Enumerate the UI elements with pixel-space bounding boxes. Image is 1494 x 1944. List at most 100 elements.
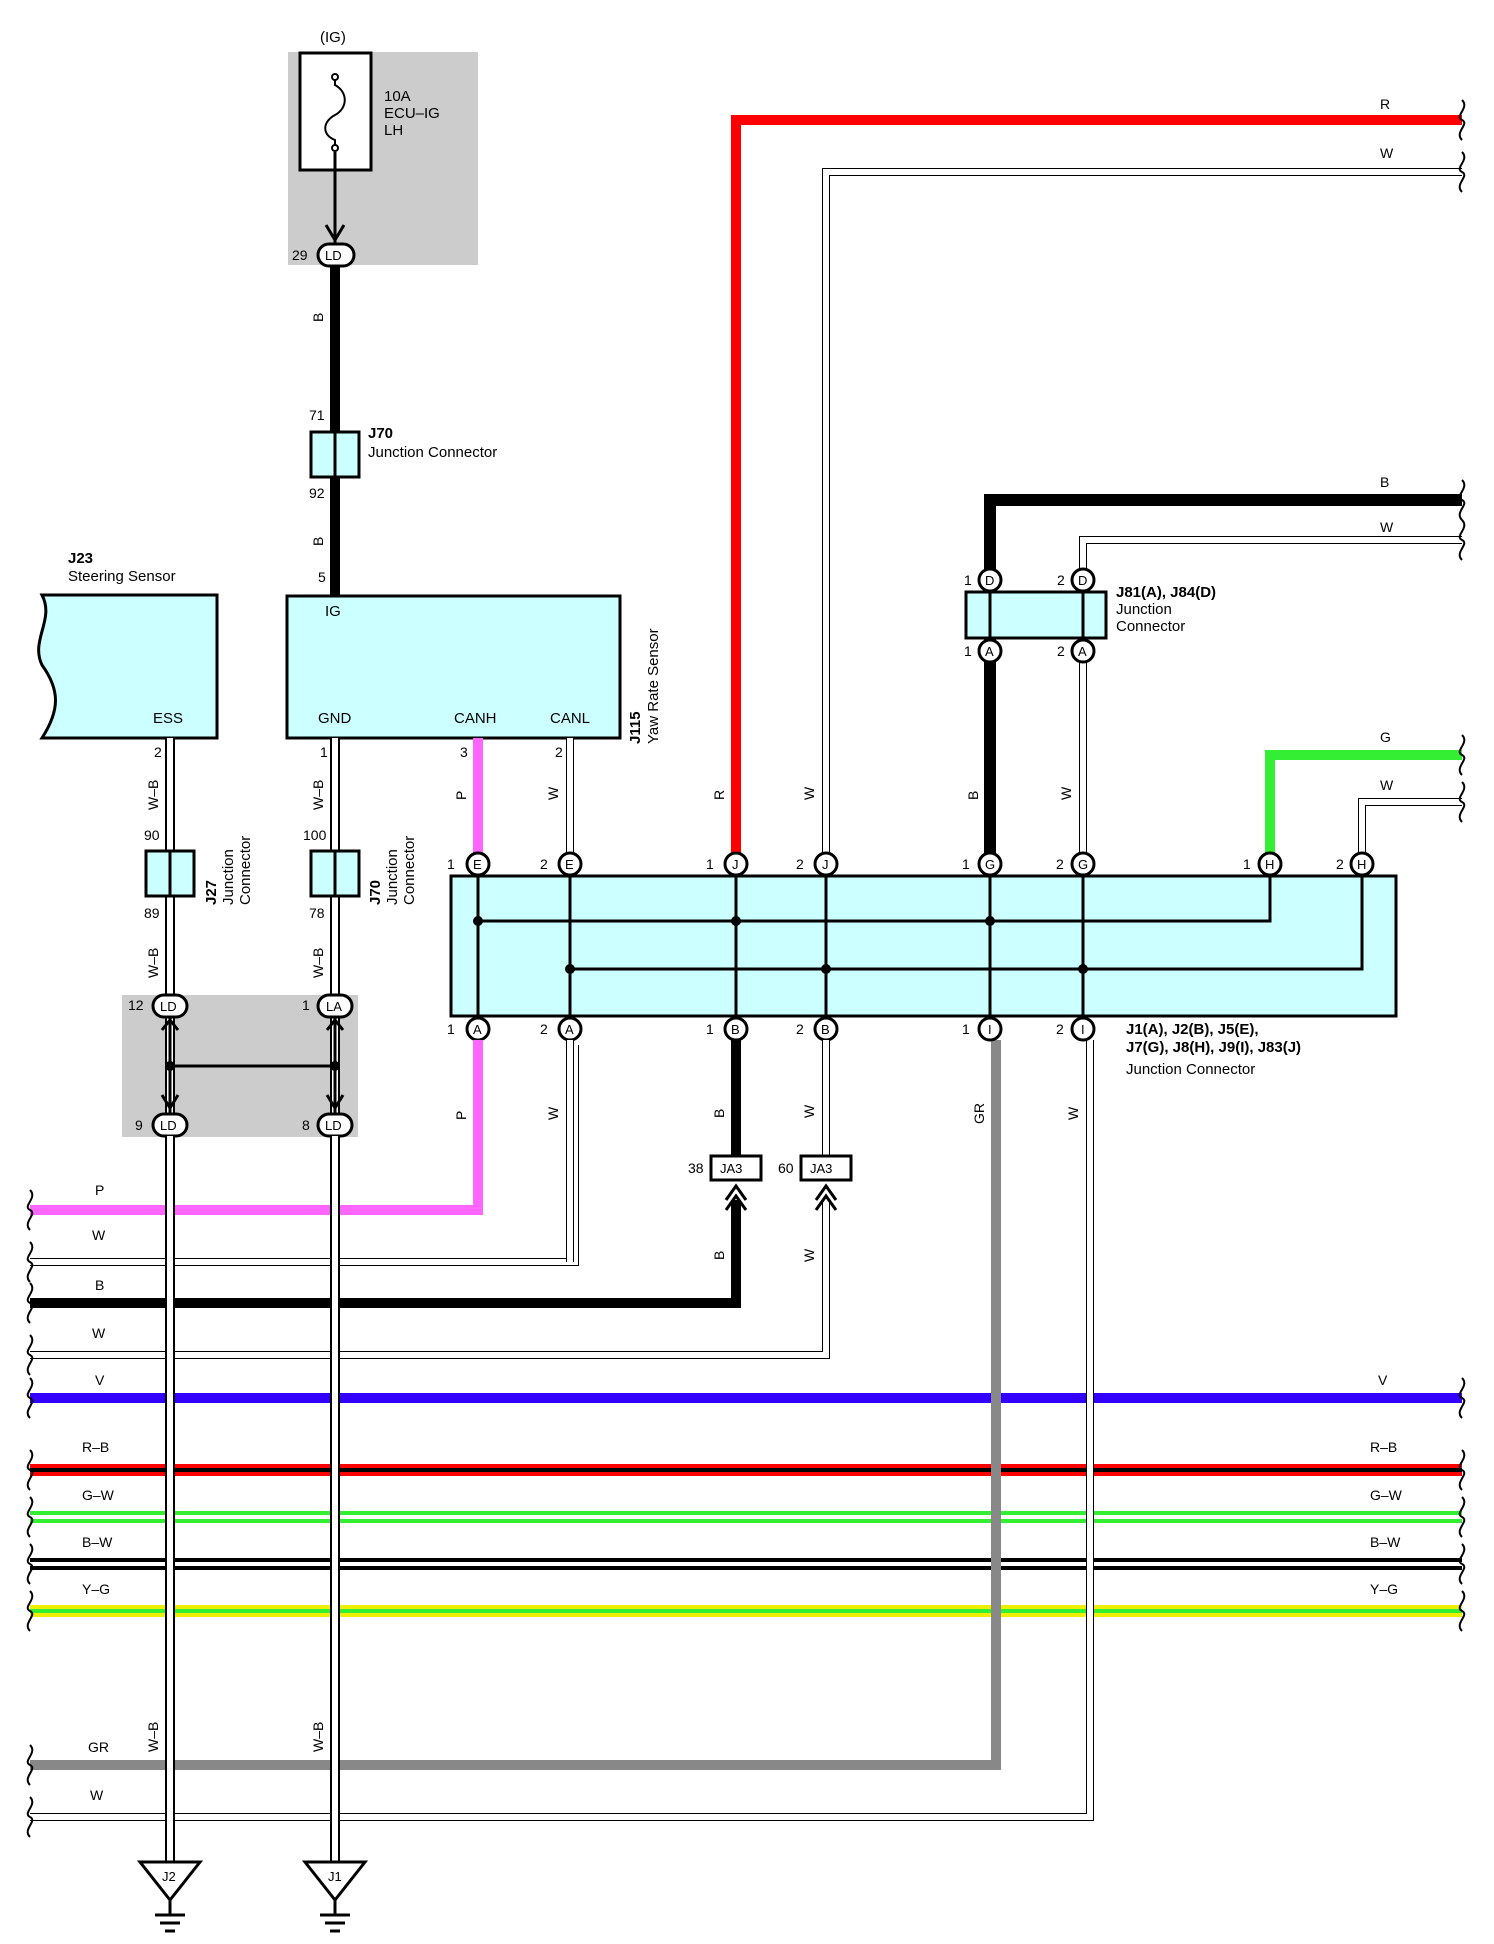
svg-text:J1: J1 — [328, 1869, 342, 1884]
svg-text:J: J — [732, 857, 739, 872]
svg-text:3: 3 — [460, 744, 468, 760]
svg-text:G: G — [1380, 729, 1391, 745]
svg-text:B: B — [95, 1277, 104, 1293]
svg-text:W: W — [801, 1104, 817, 1118]
ja3-connector-60: JA3 — [799, 1154, 853, 1211]
junction-bus — [476, 876, 1364, 1016]
j81-title: J81(A), J84(D) — [1116, 584, 1216, 601]
svg-text:J: J — [822, 857, 829, 872]
j27-id: J27 — [203, 880, 220, 905]
svg-text:60: 60 — [778, 1160, 794, 1176]
svg-text:2: 2 — [1057, 643, 1065, 659]
wire-break-icon — [26, 1496, 34, 1538]
svg-text:D: D — [985, 573, 994, 588]
svg-text:2: 2 — [555, 744, 563, 760]
wire-break-icon — [1458, 781, 1466, 823]
svg-text:W: W — [92, 1325, 106, 1341]
ground-j1-icon: J1 — [301, 1860, 369, 1933]
svg-text:GND: GND — [318, 710, 352, 727]
svg-text:Connector: Connector — [237, 836, 254, 905]
svg-text:5: 5 — [318, 569, 326, 585]
svg-text:B–W: B–W — [1370, 1534, 1401, 1550]
wire-g — [1265, 750, 1462, 862]
svg-text:W: W — [90, 1787, 104, 1803]
svg-text:38: 38 — [688, 1160, 704, 1176]
wire-break-icon — [1458, 1377, 1466, 1419]
svg-text:CANL: CANL — [550, 710, 590, 727]
wire-break-icon — [26, 1241, 34, 1283]
wire-break-icon — [26, 1590, 34, 1632]
svg-text:P: P — [453, 791, 469, 800]
svg-text:Connector: Connector — [401, 836, 418, 905]
junction-connector-box — [449, 874, 1398, 1018]
svg-text:Connector: Connector — [1116, 618, 1185, 635]
svg-text:W: W — [545, 1106, 561, 1120]
svg-text:1: 1 — [320, 744, 328, 760]
svg-text:W: W — [1380, 519, 1394, 535]
label-b-ig: B — [310, 313, 326, 322]
wire-w-canl-bottom — [30, 1045, 579, 1266]
svg-text:LD: LD — [325, 248, 342, 263]
svg-text:LD: LD — [160, 1118, 177, 1133]
svg-text:V: V — [95, 1372, 105, 1388]
svg-text:G–W: G–W — [1370, 1487, 1403, 1503]
svg-text:8: 8 — [302, 1117, 310, 1133]
wire-break-icon — [1458, 151, 1466, 193]
svg-text:JA3: JA3 — [810, 1161, 832, 1176]
svg-text:E: E — [565, 857, 574, 872]
svg-text:G: G — [985, 857, 995, 872]
wire-b-j81 — [984, 494, 1462, 862]
fuse-name2: LH — [384, 122, 403, 139]
j23-name: Steering Sensor — [68, 568, 176, 585]
svg-text:GR: GR — [88, 1739, 109, 1755]
wire-break-icon — [1458, 519, 1466, 561]
splice-connector: LD LA LD LD — [151, 993, 354, 1138]
svg-text:P: P — [453, 1111, 469, 1120]
svg-text:Y–G: Y–G — [1370, 1581, 1398, 1597]
svg-text:V: V — [1378, 1372, 1388, 1388]
junction-title-1: J1(A), J2(B), J5(E), — [1126, 1021, 1259, 1038]
j70-top-id: J70 — [368, 425, 393, 442]
j23-box — [37, 593, 219, 740]
wire-gr — [30, 1040, 1001, 1770]
svg-text:2: 2 — [1056, 856, 1064, 872]
svg-text:1: 1 — [447, 856, 455, 872]
svg-text:12: 12 — [128, 997, 144, 1013]
svg-text:2: 2 — [1336, 856, 1344, 872]
svg-text:H: H — [1265, 857, 1274, 872]
svg-text:B–W: B–W — [82, 1534, 113, 1550]
junction-dots — [473, 916, 1088, 974]
svg-text:1: 1 — [447, 1021, 455, 1037]
svg-text:Junction: Junction — [1116, 601, 1172, 618]
svg-text:1: 1 — [962, 1021, 970, 1037]
wire-break-icon — [26, 1796, 34, 1838]
j70-bot-id: J70 — [367, 880, 384, 905]
wire-w-top — [822, 168, 1462, 862]
svg-text:1: 1 — [964, 643, 972, 659]
wire-b-ja3 — [30, 1200, 741, 1308]
svg-text:78: 78 — [309, 905, 325, 921]
svg-text:IG: IG — [325, 603, 341, 620]
wire-r-top — [731, 115, 1462, 862]
svg-text:W: W — [801, 1248, 817, 1262]
svg-text:71: 71 — [309, 407, 325, 423]
fuse-name1: ECU–IG — [384, 105, 440, 122]
svg-text:Junction: Junction — [384, 849, 401, 905]
svg-text:W–B: W–B — [310, 948, 326, 978]
svg-text:LD: LD — [160, 999, 177, 1014]
svg-text:A: A — [1078, 644, 1087, 659]
svg-text:1: 1 — [706, 1021, 714, 1037]
svg-text:B: B — [965, 791, 981, 800]
wire-break-icon — [1458, 1449, 1466, 1491]
svg-text:1: 1 — [302, 997, 310, 1013]
svg-text:LD: LD — [325, 1118, 342, 1133]
svg-text:G: G — [1078, 857, 1088, 872]
svg-text:W: W — [1380, 777, 1394, 793]
svg-text:W–B: W–B — [310, 780, 326, 810]
fuse-ig-label: (IG) — [320, 29, 346, 46]
svg-text:Y–G: Y–G — [82, 1581, 110, 1597]
svg-text:90: 90 — [144, 827, 160, 843]
svg-text:GR: GR — [971, 1103, 987, 1124]
wire-w-j81 — [1079, 536, 1462, 862]
